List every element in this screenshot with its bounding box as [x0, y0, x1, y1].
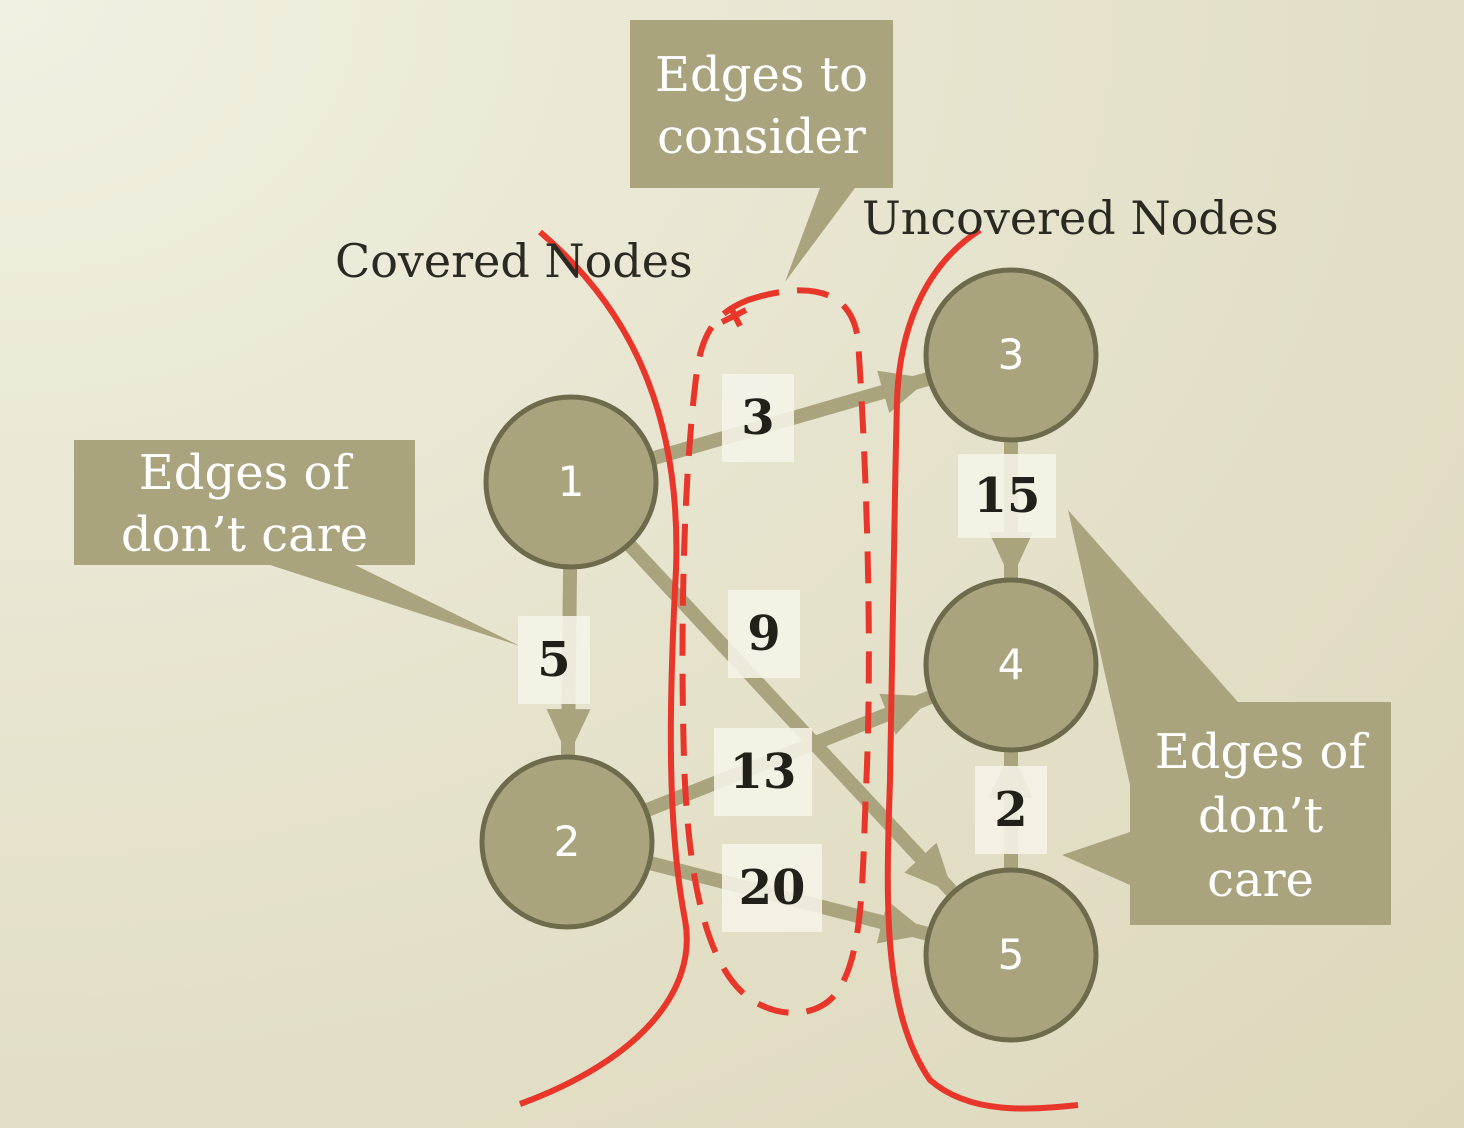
edge-weight-1-5: 9: [728, 590, 800, 678]
nodes-layer: [479, 267, 1099, 1043]
edge-weight-2-4: 13: [714, 728, 812, 816]
node-3-label: 3: [997, 330, 1025, 379]
callout-dont-care-left-text: Edges of don’t care: [74, 442, 415, 566]
callout-dont-care-right-line3: care: [1207, 852, 1314, 908]
callout-dont-care-left-line1: Edges of: [138, 445, 351, 501]
callout-dont-care-left-shape: [74, 440, 520, 646]
cut-line-uncovered: [884, 227, 1079, 1112]
cut-line-covered: [518, 229, 690, 1107]
callout-dont-care-right-line1: Edges of: [1154, 724, 1367, 780]
boundary-tick-mark: [720, 304, 748, 328]
edge-weight-5-4: 2: [975, 766, 1047, 854]
edge-weight-1-3: 3: [722, 374, 794, 462]
callout-consider-line2: consider: [657, 109, 866, 165]
node-2-label: 2: [553, 817, 581, 866]
callout-consider-line1: Edges to: [655, 47, 868, 103]
edge-weight-1-2: 5: [518, 616, 590, 704]
node-4-label: 4: [997, 640, 1025, 689]
node-2: [479, 754, 655, 930]
node-1: [483, 394, 659, 570]
node-3: [923, 267, 1099, 443]
callout-consider-shape: [630, 20, 893, 282]
edge-weight-2-5: 20: [722, 844, 822, 932]
considered-edges-boundary: [679, 287, 872, 1016]
node-4: [923, 577, 1099, 753]
node-5: [923, 867, 1099, 1043]
uncovered-nodes-label: Uncovered Nodes: [862, 191, 1279, 245]
callout-consider-text: Edges to consider: [630, 44, 893, 168]
callout-dont-care-right-line2: don’t: [1197, 788, 1324, 844]
callout-dont-care-right-text: Edges of don’t care: [1130, 720, 1391, 912]
callout-dont-care-right-shape: [1062, 510, 1391, 925]
node-1-label: 1: [557, 457, 585, 506]
node-5-label: 5: [997, 930, 1025, 979]
callout-dont-care-left-line2: don’t care: [120, 507, 369, 563]
covered-nodes-label: Covered Nodes: [335, 234, 693, 288]
edge-weight-3-4: 15: [958, 454, 1056, 538]
